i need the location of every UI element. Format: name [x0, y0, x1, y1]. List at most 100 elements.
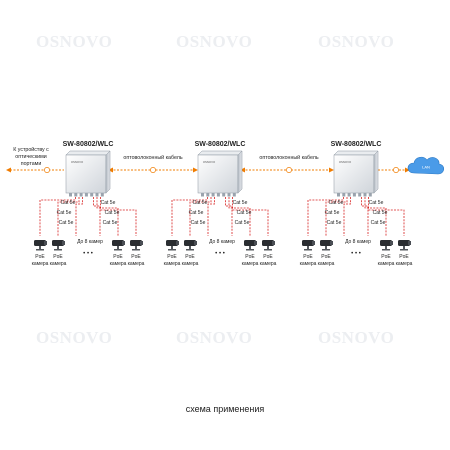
watermark: OSNOVO: [318, 328, 395, 347]
cable-gland: [84, 193, 88, 197]
camera-label-line: PoE: [263, 254, 273, 260]
cable-label: Cat 5e: [325, 210, 340, 216]
fiber-cable-label: оптоволоконный кабель: [123, 154, 182, 161]
camera-icon: [302, 240, 315, 251]
cat5e-cable: [100, 197, 137, 236]
camera-label-line: камера: [32, 261, 49, 267]
cable-gland: [227, 193, 231, 197]
camera-icon: [34, 240, 47, 251]
fiber-connector-icon: [393, 167, 399, 173]
cable-gland: [222, 193, 226, 197]
cable-gland: [342, 193, 346, 197]
cable-gland: [337, 193, 340, 197]
cat5e-cable: [39, 197, 76, 236]
cat5e-cable: [232, 197, 269, 236]
cable-label: Cat 5e: [57, 210, 72, 216]
cat5e-cable: [96, 197, 119, 236]
cat5e-cable: [93, 197, 101, 236]
fiber-link-2: оптоволоконный кабель: [240, 154, 334, 173]
arrow-icon: [6, 167, 11, 173]
cable-label: Cat 5e: [235, 220, 250, 226]
cable-gland: [201, 193, 204, 197]
cable-gland: [69, 193, 72, 197]
switch-brand-label: OSNOVO: [71, 160, 84, 164]
cable-gland: [90, 193, 94, 197]
watermark: OSNOVO: [176, 328, 253, 347]
lan-link: [378, 167, 410, 173]
camera-icon: [262, 240, 275, 251]
cable-gland: [100, 193, 104, 197]
arrow-icon: [240, 167, 245, 173]
cloud-icon: LAN: [407, 156, 445, 175]
cable-gland: [347, 193, 351, 197]
camera-label-line: камера: [50, 261, 67, 267]
fiber-connector-icon: [286, 167, 292, 173]
cat5e-cable: [207, 197, 216, 236]
camera-label-line: PoE: [113, 254, 123, 260]
ellipsis: • • •: [83, 251, 93, 257]
cable-gland: [206, 193, 210, 197]
cat5e-cable: [189, 197, 212, 236]
camera-icon: [184, 240, 197, 251]
fiber-connector-icon: [150, 167, 156, 173]
arrow-icon: [405, 167, 410, 173]
cat5e-cable: [360, 197, 369, 236]
switch-brand-label: OSNOVO: [203, 160, 216, 164]
cable-gland: [352, 193, 356, 197]
cable-label: Cat 5e: [101, 200, 116, 206]
camera-icon: [320, 240, 333, 251]
cat5e-cable: [228, 197, 251, 236]
cable-label: Cat 5e: [373, 210, 388, 216]
cable-gland: [95, 193, 99, 197]
left-device-label-line: К устройству с: [13, 146, 49, 153]
cable-gland: [232, 193, 236, 197]
cable-label: Cat 5e: [327, 220, 342, 226]
watermark: OSNOVO: [36, 328, 113, 347]
cable-label: Cat 5e: [103, 220, 118, 226]
cable-gland: [363, 193, 367, 197]
cat5e-cable: [57, 197, 80, 236]
camera-label-line: PoE: [303, 254, 313, 260]
camera-label-line: PoE: [53, 254, 63, 260]
fiber-cable-label: оптоволоконный кабель: [259, 154, 318, 161]
ellipsis: • • •: [351, 251, 361, 257]
camera-label-line: PoE: [381, 254, 391, 260]
cat5e-cable: [75, 197, 83, 236]
camera-label-line: камера: [242, 261, 259, 267]
cable-gland: [79, 193, 83, 197]
camera-count-label: До 8 камер: [209, 239, 235, 245]
ellipsis: • • •: [215, 251, 225, 257]
cable-label: Cat 5e: [369, 200, 384, 206]
cat5e-cable: [307, 197, 344, 236]
switch-box-icon: OSNOVO: [197, 150, 243, 197]
camera-label-line: камера: [260, 261, 277, 267]
cable-label: Cat 5e: [189, 210, 204, 216]
switch-group: SW-80802/WLC OSNOVO Cat 5e Cat 5e Cat 5e Cat …: [164, 141, 277, 267]
cable-label: Cat 5e: [233, 200, 248, 206]
cable-label: Cat 5e: [329, 200, 344, 206]
camera-icon: [244, 240, 257, 251]
left-fiber-link: [6, 167, 64, 173]
cat5e-cable: [364, 197, 387, 236]
cat5e-cable: [343, 197, 352, 236]
switch-model-title: SW-80802/WLC: [195, 141, 246, 148]
cat5e-cable: [224, 197, 233, 236]
cable-label: Cat 5e: [59, 220, 74, 226]
switch-box-icon: OSNOVO: [333, 150, 379, 197]
cable-gland: [74, 193, 78, 197]
arrow-icon: [329, 167, 334, 173]
watermark: OSNOVO: [318, 32, 395, 51]
watermark: OSNOVO: [176, 32, 253, 51]
camera-label-line: камера: [318, 261, 335, 267]
camera-label-line: PoE: [35, 254, 45, 260]
cable-label: Cat 5e: [237, 210, 252, 216]
cat5e-cable: [368, 197, 405, 236]
switch-box-icon: OSNOVO: [65, 150, 111, 197]
camera-label-line: камера: [378, 261, 395, 267]
arrow-icon: [108, 167, 113, 173]
switch-model-title: SW-80802/WLC: [63, 141, 114, 148]
cable-label: Cat 5e: [191, 220, 206, 226]
cable-gland: [368, 193, 372, 197]
